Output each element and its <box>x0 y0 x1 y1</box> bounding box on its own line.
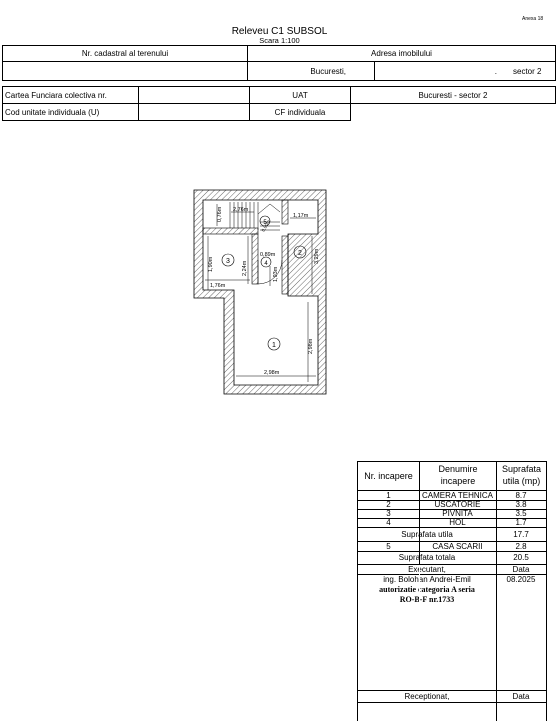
room-marker-4 <box>260 256 272 268</box>
address-label: Adresa imobilului <box>247 45 556 62</box>
total-area-row: Suprafata totala 20.5 <box>398 553 529 562</box>
received-row: Receptionat, Data <box>404 692 530 701</box>
table-row: 3 PIVNITA 3.5 <box>386 509 527 518</box>
room-marker-1 <box>267 337 281 351</box>
uat-value: Bucuresti - sector 2 <box>350 86 556 104</box>
cf-table: Cartea Funciara colectiva nr. UAT Bucure… <box>2 86 556 121</box>
cf-label: Cartea Funciara colectiva nr. <box>2 86 139 104</box>
summary-table: Nr. incapere Denumire incapere Suprafata… <box>357 461 547 721</box>
room-marker-5 <box>259 215 271 227</box>
uat-label: UAT <box>249 86 351 104</box>
dim-label: 1,93m <box>273 266 279 282</box>
room-number-1: 1 <box>272 342 276 349</box>
dim-label: 0,89m <box>260 252 276 258</box>
interior-wall <box>202 227 259 235</box>
room-marker-3 <box>221 253 235 267</box>
table-row: 5 CASA SCARII 2.8 <box>386 542 527 551</box>
dim-label: 1,90m <box>208 256 214 272</box>
cf-value <box>138 86 250 104</box>
dim-label: 2,98m <box>264 370 280 376</box>
engineer-row: ing. Bolohan Andrei-Emil 08.2025 <box>383 575 536 584</box>
col-name-header-2: incapere <box>440 476 476 486</box>
address-sector: sector 2 <box>499 61 556 81</box>
useful-area-row: Suprafata utila 17.7 <box>401 530 529 539</box>
annex-label: Anexa 18 <box>522 16 544 22</box>
dimension-lines <box>205 204 316 382</box>
dim-label: 2,98m <box>308 338 314 354</box>
room-number-3: 3 <box>226 258 230 265</box>
room-number-2: 2 <box>298 250 302 257</box>
authorization-line-2: RO-B-F nr.1733 <box>399 595 455 604</box>
col-nr-header: Nr. incapere <box>364 471 413 481</box>
page-title: Releveu C1 SUBSOL <box>231 26 328 37</box>
room-number-5: 5 <box>263 220 267 226</box>
cadastral-address-table: Nr. cadastral al terenului Adresa imobil… <box>2 45 556 81</box>
interior-wall <box>281 199 289 225</box>
col-name-header-1: Denumire <box>438 464 478 474</box>
dim-label: 2,76m <box>233 207 249 213</box>
dim-label: 2,24m <box>242 260 248 276</box>
executant-row: Executant, Data <box>408 565 530 574</box>
authorization-line-1: autorizatie categoria A seria <box>379 585 475 594</box>
dim-label: 3,29m <box>314 248 320 264</box>
door-swing <box>257 259 283 285</box>
dim-label: 0,76m <box>217 206 223 222</box>
col-area-header-1: Suprafata <box>501 464 542 474</box>
dim-label: 1,76m <box>210 283 226 289</box>
cadastral-label: Nr. cadastral al terenului <box>2 45 248 62</box>
cf-individual-value <box>350 103 556 121</box>
room-number-4: 4 <box>264 261 268 267</box>
dim-label: 0,90m <box>261 219 272 233</box>
cf-individual-label: CF individuala <box>249 103 351 121</box>
interior-wall <box>251 233 259 285</box>
outer-wall <box>193 189 327 395</box>
address-dot: . <box>374 61 499 81</box>
table-row: 1 CAMERA TEHNICA 8.7 <box>386 491 527 500</box>
unit-label: Cod unitate individuala (U) <box>2 103 139 121</box>
cadastral-value <box>2 61 248 81</box>
scale-label: Scara 1:100 <box>259 36 300 45</box>
address-city: Bucuresti, <box>247 61 375 81</box>
table-row: 2 USCATORIE 3.8 <box>386 500 527 509</box>
dim-label: 1,17m <box>293 213 309 219</box>
floor-plan: 1 2 3 4 5 2,76m 1,17m 1,76m 0,89m 2,98m … <box>193 189 327 395</box>
interior-wall <box>281 235 289 295</box>
unit-value <box>138 103 250 121</box>
room-marker-2 <box>293 245 307 259</box>
col-area-header-2: utila (mp) <box>502 476 541 486</box>
table-row: 4 HOL 1.7 <box>386 518 527 527</box>
